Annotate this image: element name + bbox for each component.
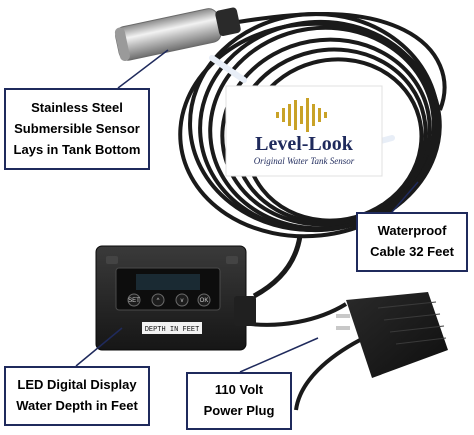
callout-sensor-line-2: Submersible Sensor <box>14 121 140 136</box>
sensor-cable <box>237 12 447 111</box>
button-ok-label: OK <box>200 298 209 304</box>
device-label: DEPTH IN FEET <box>145 326 200 334</box>
callout-cable: Waterproof Cable 32 Feet <box>356 212 468 272</box>
callout-sensor-line-1: Stainless Steel <box>31 100 123 115</box>
stainless-sensor <box>114 7 241 61</box>
box-cable <box>252 235 303 299</box>
brand-tag: Level-Look Original Water Tank Sensor <box>225 85 383 177</box>
callout-cable-line-2: Cable 32 Feet <box>370 244 454 259</box>
button-down-label: v <box>181 298 184 304</box>
device-buttons: SET ^ v OK <box>127 293 211 307</box>
brand-tagline: Original Water Tank Sensor <box>254 156 355 166</box>
callout-display: LED Digital Display Water Depth in Feet <box>4 366 150 426</box>
brand-name: Level-Look <box>255 133 354 155</box>
callout-display-line-1: LED Digital Display <box>17 377 137 392</box>
callout-power: 110 Volt Power Plug <box>186 372 292 430</box>
callout-cable-line-1: Waterproof <box>377 223 447 238</box>
callout-sensor-line-3: Lays in Tank Bottom <box>13 142 141 157</box>
callout-display-line-2: Water Depth in Feet <box>16 398 138 413</box>
sound-wave-icon <box>276 98 327 132</box>
callout-power-line-1: 110 Volt <box>214 382 264 397</box>
power-plug <box>336 292 448 378</box>
display-box: SET ^ v OK DEPTH IN FEET <box>95 245 256 351</box>
callout-power-line-2: Power Plug <box>203 403 275 418</box>
button-up-label: ^ <box>157 298 160 304</box>
callout-sensor: Stainless Steel Submersible Sensor Lays … <box>4 88 150 170</box>
callout-pointers <box>75 49 419 373</box>
button-set-label: SET <box>128 298 140 304</box>
